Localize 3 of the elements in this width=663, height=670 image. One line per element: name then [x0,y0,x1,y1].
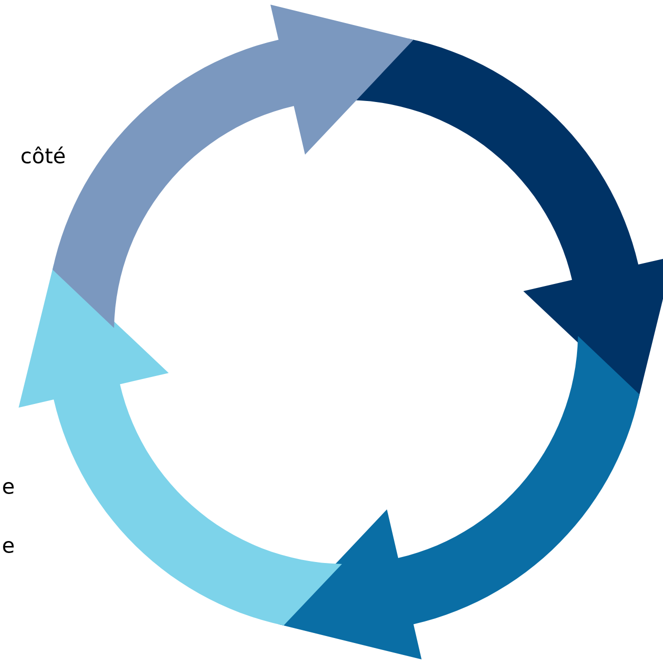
text-label: e [3,482,14,494]
text-label: e [3,541,14,553]
text-label: côté [22,146,65,164]
